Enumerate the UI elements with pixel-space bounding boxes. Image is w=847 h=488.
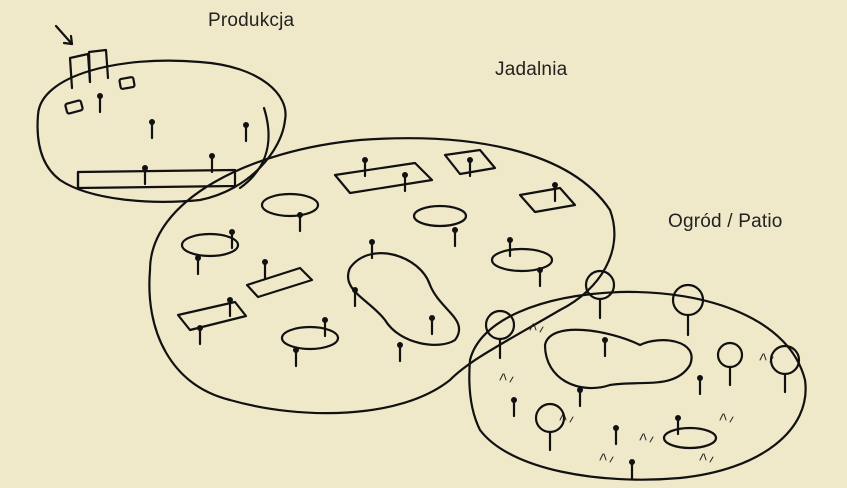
zone-label-production: Produkcja xyxy=(208,10,295,31)
door-icon xyxy=(68,48,110,90)
tree-icon xyxy=(484,269,801,452)
production-zone xyxy=(36,24,287,203)
zone-label-dining: Jadalnia xyxy=(495,59,568,80)
table-icon xyxy=(176,148,577,351)
dining-zone xyxy=(148,137,616,415)
arrow-icon xyxy=(54,24,74,46)
garden-zone xyxy=(468,269,807,481)
person-icon xyxy=(97,93,703,480)
grass-icon xyxy=(499,323,774,463)
zone-label-garden: Ogród / Patio xyxy=(668,211,783,232)
